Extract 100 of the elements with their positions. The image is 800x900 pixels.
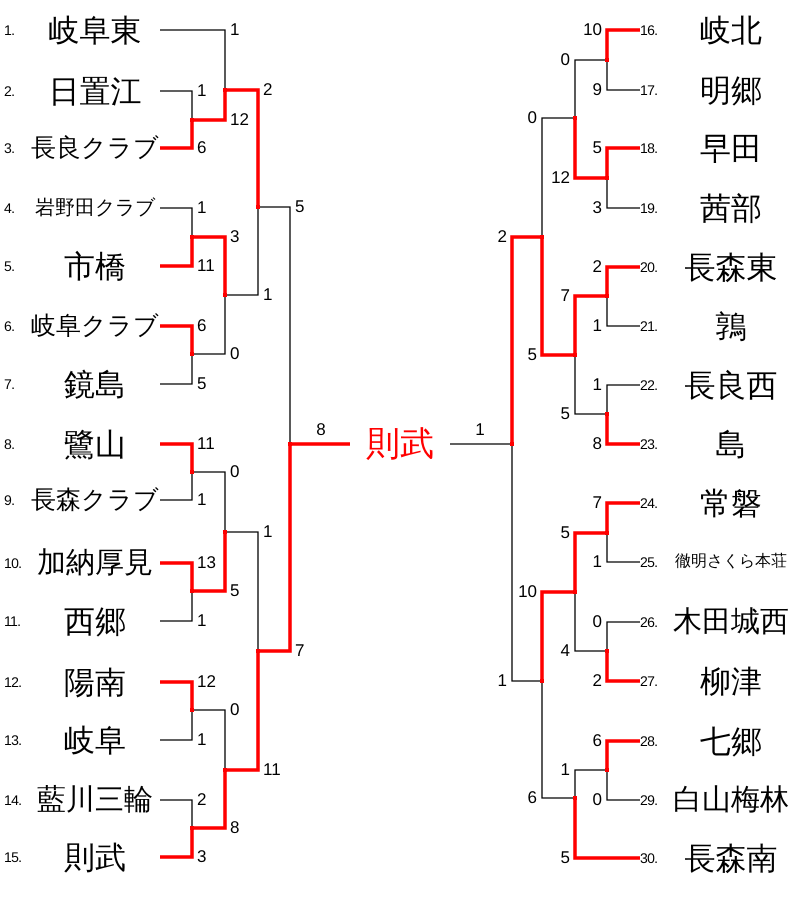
bracket-junction bbox=[256, 649, 260, 653]
entry-number: 19. bbox=[640, 198, 658, 218]
bracket-line bbox=[160, 474, 193, 501]
bracket-line bbox=[160, 561, 194, 589]
entry-number: 22. bbox=[640, 376, 658, 394]
bracket-junction bbox=[605, 58, 609, 62]
team-name: 長良クラブ bbox=[30, 136, 160, 160]
entry-number: 21. bbox=[640, 316, 658, 336]
bracket-junction bbox=[605, 294, 609, 298]
team-name: 早田 bbox=[699, 132, 763, 164]
team-name: 加納厚見 bbox=[36, 548, 154, 578]
bracket-line bbox=[574, 59, 605, 116]
bracket-junction bbox=[190, 352, 194, 356]
bracket-junction bbox=[223, 768, 227, 772]
bracket-line bbox=[194, 709, 226, 768]
entry-number: 7. bbox=[4, 374, 16, 394]
bracket-line bbox=[606, 62, 640, 91]
bracket-line bbox=[194, 92, 227, 122]
bracket-line bbox=[574, 594, 605, 652]
team-name: 茜部 bbox=[699, 192, 763, 224]
bracket-line bbox=[540, 590, 573, 679]
bracket-line bbox=[606, 772, 640, 801]
bracket-line bbox=[160, 442, 194, 470]
bracket-junction bbox=[573, 590, 577, 594]
bracket-line bbox=[605, 501, 640, 531]
bracket-line bbox=[227, 88, 260, 205]
team-name: 常磐 bbox=[699, 488, 763, 518]
team-name: 長良西 bbox=[684, 370, 778, 400]
team-name: 七郷 bbox=[699, 726, 763, 756]
team-name: 長森東 bbox=[684, 252, 778, 282]
bracket-line bbox=[606, 298, 640, 327]
entry-number: 23. bbox=[640, 434, 658, 454]
team-name: 市橋 bbox=[63, 250, 127, 282]
bracket-line bbox=[605, 265, 640, 294]
team-name: 木田城西 bbox=[672, 608, 790, 636]
bracket-line bbox=[160, 712, 193, 741]
team-name: 日置江 bbox=[48, 76, 142, 106]
team-name: 陽南 bbox=[63, 666, 127, 698]
bracket-line bbox=[160, 680, 194, 708]
bracket-junction bbox=[573, 116, 577, 120]
bracket-junction bbox=[190, 470, 194, 474]
bracket-line bbox=[511, 446, 540, 682]
bracket-line bbox=[260, 206, 291, 442]
team-name: 白山梅林 bbox=[672, 786, 790, 814]
entry-number: 25. bbox=[640, 552, 658, 572]
bracket-junction bbox=[190, 235, 194, 239]
bracket-line bbox=[605, 146, 640, 176]
bracket-junction bbox=[605, 176, 609, 180]
bracket-junction bbox=[190, 708, 194, 712]
entry-number: 18. bbox=[640, 138, 658, 158]
bracket-line bbox=[160, 207, 193, 235]
bracket-junction bbox=[223, 530, 227, 534]
entry-number: 28. bbox=[640, 732, 658, 750]
bracket-line bbox=[160, 29, 226, 88]
entry-number: 20. bbox=[640, 258, 658, 276]
team-name: 則武 bbox=[63, 842, 127, 872]
bracket-line bbox=[194, 297, 226, 355]
entry-number: 27. bbox=[640, 672, 658, 690]
bracket-junction bbox=[605, 531, 609, 535]
bracket-junction bbox=[573, 353, 577, 357]
bracket-line bbox=[573, 294, 605, 353]
bracket-junction bbox=[573, 796, 577, 800]
bracket-junction bbox=[256, 205, 260, 209]
bracket-line bbox=[227, 209, 259, 296]
bracket-junction bbox=[540, 679, 544, 683]
entry-number: 11. bbox=[4, 612, 22, 630]
bracket-line bbox=[160, 324, 194, 352]
entry-number: 3. bbox=[4, 138, 16, 158]
team-name: 鶉 bbox=[714, 310, 748, 342]
bracket-line bbox=[292, 442, 350, 446]
bracket-junction bbox=[605, 412, 609, 416]
bracket-line bbox=[605, 739, 640, 768]
entry-number: 10. bbox=[4, 554, 22, 572]
entry-number: 24. bbox=[640, 494, 658, 512]
bracket-junction bbox=[223, 88, 227, 92]
bracket-junction bbox=[190, 589, 194, 593]
team-name: 鏡島 bbox=[63, 368, 127, 400]
bracket-line bbox=[160, 122, 194, 150]
bracket-line bbox=[573, 800, 640, 860]
entry-number: 2. bbox=[4, 82, 16, 100]
entry-number: 13. bbox=[4, 730, 22, 750]
team-name: 西郷 bbox=[63, 606, 127, 636]
team-name: 鷺山 bbox=[63, 428, 127, 460]
bracket-junction bbox=[605, 649, 609, 653]
entry-number: 16. bbox=[640, 20, 658, 40]
bracket-line bbox=[227, 653, 260, 772]
bracket-line bbox=[605, 416, 640, 446]
team-name: 藍川三輪 bbox=[36, 786, 154, 814]
bracket-line bbox=[606, 535, 640, 563]
team-name: 長森南 bbox=[684, 842, 778, 874]
bracket-line bbox=[194, 235, 227, 293]
bracket-line bbox=[160, 830, 194, 859]
bracket-line bbox=[606, 384, 640, 412]
bracket-junction bbox=[540, 235, 544, 239]
bracket-line bbox=[510, 235, 540, 442]
bracket-line bbox=[160, 239, 194, 268]
entry-number: 6. bbox=[4, 316, 16, 336]
bracket-line bbox=[194, 471, 226, 530]
bracket-line bbox=[260, 446, 292, 653]
team-name: 岐北 bbox=[699, 14, 763, 46]
